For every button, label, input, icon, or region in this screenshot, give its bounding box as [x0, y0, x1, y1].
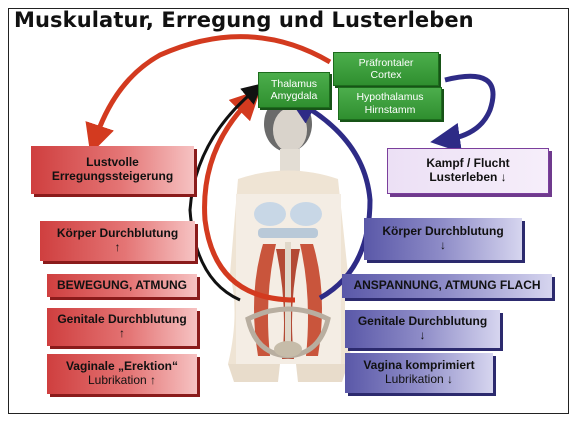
arrow-down-icon: ↓ [420, 329, 426, 343]
left-genitale-label: Genitale Durchblutung [57, 313, 186, 327]
bewegung-label: BEWEGUNG, ATMUNG [57, 279, 187, 293]
kampf-flucht-box: Kampf / Flucht Lusterleben ↓ [387, 148, 549, 194]
cortex-label-2: Cortex [371, 69, 402, 81]
arrow-up-icon: ↑ [119, 327, 125, 341]
hypothalamus-box: Hypothalamus Hirnstamm [338, 87, 442, 120]
thalamus-box: Thalamus Amygdala [258, 72, 330, 108]
page-title: Muskulatur, Erregung und Lusterleben [14, 8, 474, 32]
arrow-down-icon: ↓ [501, 170, 507, 184]
cortex-label-1: Präfrontaler [359, 57, 414, 69]
blue-arrow-right [445, 76, 493, 140]
right-lubrikation-label: Lubrikation [385, 372, 444, 386]
lusterleben-line: Lusterleben ↓ [429, 171, 506, 185]
lustvolle-line-1: Lustvolle [86, 156, 139, 170]
left-genitale-box: Genitale Durchblutung ↑ [47, 308, 197, 346]
thalamus-label: Thalamus [271, 78, 317, 90]
anspannung-label: ANSPANNUNG, ATMUNG FLACH [353, 279, 540, 293]
arrow-down-icon: ↓ [440, 239, 446, 253]
arrow-up-icon: ↑ [115, 241, 121, 255]
cortex-box: Präfrontaler Cortex [333, 52, 439, 86]
anspannung-box: ANSPANNUNG, ATMUNG FLACH [342, 274, 552, 298]
arrow-down-icon: ↓ [447, 372, 453, 386]
bewegung-box: BEWEGUNG, ATMUNG [47, 274, 197, 297]
right-genitale-box: Genitale Durchblutung ↓ [345, 310, 500, 348]
vaginal-box: Vaginale „Erektion“ Lubrikation ↑ [47, 354, 197, 394]
left-lubrikation-label: Lubrikation [88, 373, 147, 387]
lustvolle-box: Lustvolle Erregungssteigerung [31, 146, 194, 194]
right-genitale-label: Genitale Durchblutung [358, 315, 487, 329]
left-lubrikation-line: Lubrikation ↑ [88, 374, 156, 388]
left-koerper-label: Körper Durchblutung [57, 227, 178, 241]
blue-arrow-loop [300, 103, 370, 298]
vagina-komprimiert-box: Vagina komprimiert Lubrikation ↓ [345, 353, 493, 393]
hypothalamus-label: Hypothalamus [356, 91, 423, 103]
lustvolle-line-2: Erregungssteigerung [52, 170, 173, 184]
right-lubrikation-line: Lubrikation ↓ [385, 373, 453, 387]
vagina-komprimiert-label: Vagina komprimiert [363, 359, 474, 373]
right-koerper-label: Körper Durchblutung [382, 225, 503, 239]
right-koerper-box: Körper Durchblutung ↓ [364, 218, 522, 260]
lusterleben-label: Lusterleben [429, 170, 497, 184]
vaginal-label: Vaginale „Erektion“ [66, 360, 178, 374]
left-koerper-box: Körper Durchblutung ↑ [40, 221, 195, 261]
amygdala-label: Amygdala [271, 90, 318, 102]
kampf-flucht-label: Kampf / Flucht [426, 157, 509, 171]
arrow-up-icon: ↑ [150, 373, 156, 387]
hirnstamm-label: Hirnstamm [365, 104, 416, 116]
